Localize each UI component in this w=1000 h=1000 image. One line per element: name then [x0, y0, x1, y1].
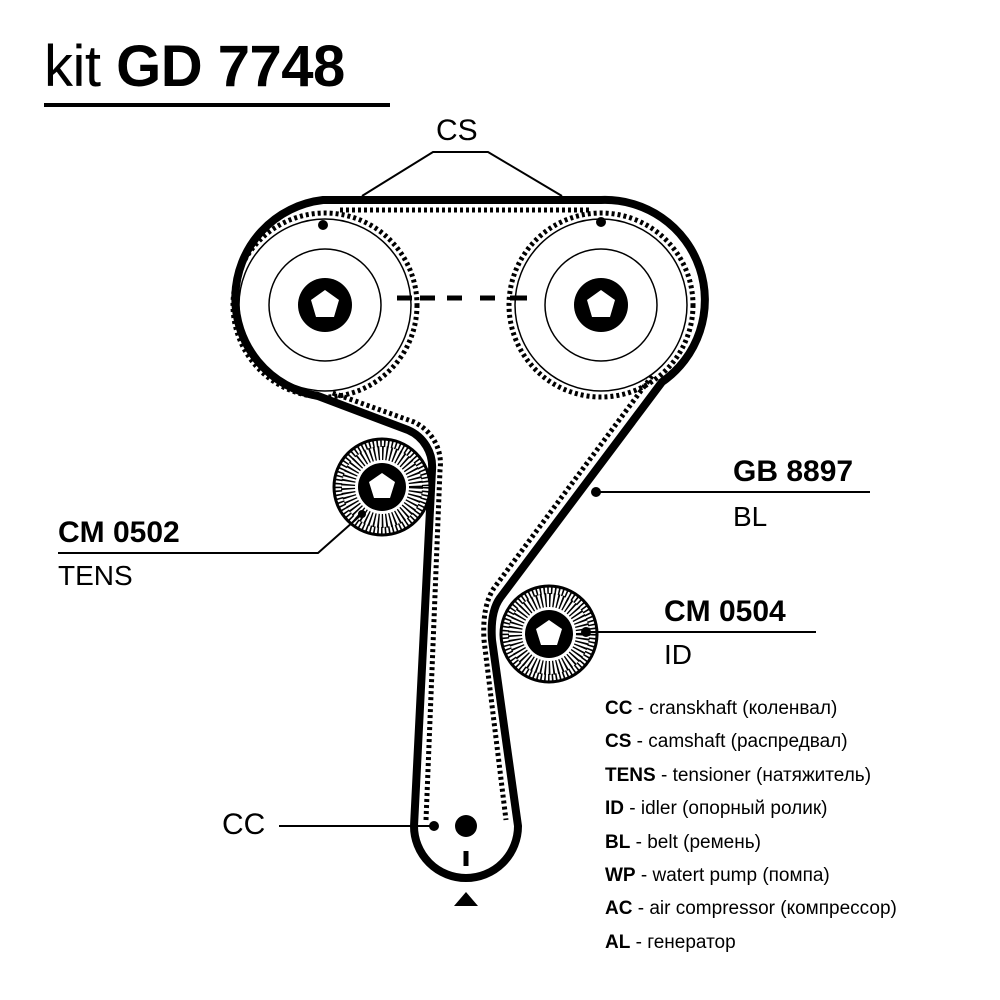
kit-prefix: kit: [44, 34, 101, 99]
kit-title: kit GD 7748: [44, 38, 345, 96]
legend-abbr: BL: [605, 831, 631, 853]
legend-abbr: CS: [605, 731, 632, 753]
camshaft-gear-right: [506, 210, 696, 400]
legend-text: - cranskhaft (коленвал): [632, 698, 838, 719]
legend-abbr: TENS: [605, 764, 656, 786]
legend-item: AL - генератор: [605, 931, 897, 964]
legend-item: CC - cranskhaft (коленвал): [605, 697, 897, 730]
legend-abbr: AL: [605, 931, 631, 953]
legend-abbr: CC: [605, 698, 633, 719]
belt-type-label: BL: [733, 501, 768, 532]
cs-leader-lines: [361, 151, 563, 197]
legend-item: ID - idler (опорный ролик): [605, 797, 897, 830]
legend-item: BL - belt (ремень): [605, 831, 897, 864]
legend-abbr: WP: [605, 864, 636, 886]
idler-roller: [499, 584, 599, 684]
legend-abbr: AC: [605, 898, 633, 920]
kit-code: GD 7748: [116, 34, 345, 99]
camshaft-label: CS: [436, 114, 478, 147]
label-leader-lines: [58, 491, 870, 827]
legend-item: WP - watert pump (помпа): [605, 864, 897, 897]
legend-text: - генератор: [630, 931, 736, 953]
legend-item: AC - air compressor (компрессор): [605, 897, 897, 930]
tensioner-roller: [332, 437, 432, 537]
legend: CC - cranskhaft (коленвал) CS - camshaft…: [605, 697, 897, 964]
idler-code-label: CM 0504: [664, 595, 786, 628]
legend-item: TENS - tensioner (натяжитель): [605, 764, 897, 797]
crankshaft-pulley: [429, 815, 478, 906]
title-underline: [44, 103, 390, 107]
belt-teeth: [329, 207, 655, 821]
crankshaft-label: CC: [222, 808, 266, 841]
belt-code-label: GB 8897: [733, 455, 854, 488]
legend-text: - tensioner (натяжитель): [655, 764, 872, 786]
tensioner-code-label: CM 0502: [58, 516, 180, 549]
tensioner-type-label: TENS: [58, 560, 133, 591]
legend-text: - belt (ремень): [630, 831, 761, 853]
legend-item: CS - camshaft (распредвал): [605, 730, 897, 763]
idler-type-label: ID: [664, 639, 692, 670]
legend-text: - air compressor (компрессор): [632, 898, 897, 920]
legend-text: - watert pump (помпа): [635, 864, 830, 886]
camshaft-gear-left: [230, 210, 420, 400]
legend-abbr: ID: [605, 798, 624, 820]
timing-belt: [231, 195, 709, 882]
legend-text: - camshaft (распредвал): [631, 731, 848, 753]
legend-text: - idler (опорный ролик): [624, 798, 828, 820]
